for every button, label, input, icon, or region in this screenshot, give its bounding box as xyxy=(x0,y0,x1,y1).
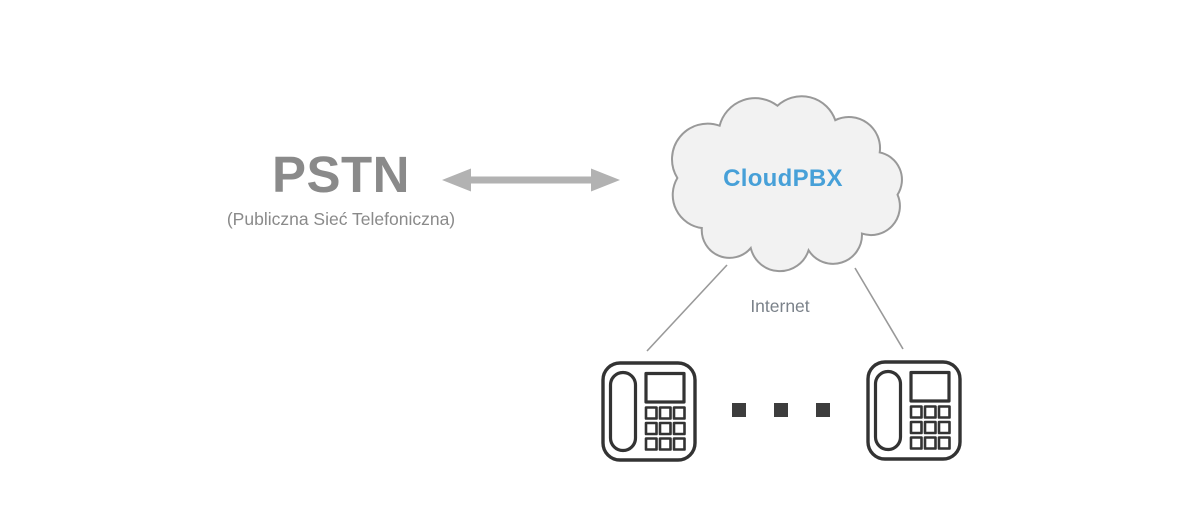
connector-line-left xyxy=(646,264,728,352)
bidirectional-arrow-icon xyxy=(442,168,620,192)
ellipsis-dots xyxy=(732,403,830,417)
ellipsis-dot xyxy=(774,403,788,417)
ellipsis-dot xyxy=(816,403,830,417)
desk-phone-icon-right xyxy=(866,360,962,461)
pstn-label: PSTN xyxy=(271,146,411,203)
internet-label: Internet xyxy=(750,296,810,316)
pstn-sublabel: (Publiczna Sieć Telefoniczna) xyxy=(226,209,456,229)
ellipsis-dot xyxy=(732,403,746,417)
desk-phone-icon-left xyxy=(601,361,697,462)
connector-line-right xyxy=(854,267,904,350)
cloud-label: CloudPBX xyxy=(723,165,843,192)
cloud-shape xyxy=(671,95,903,273)
